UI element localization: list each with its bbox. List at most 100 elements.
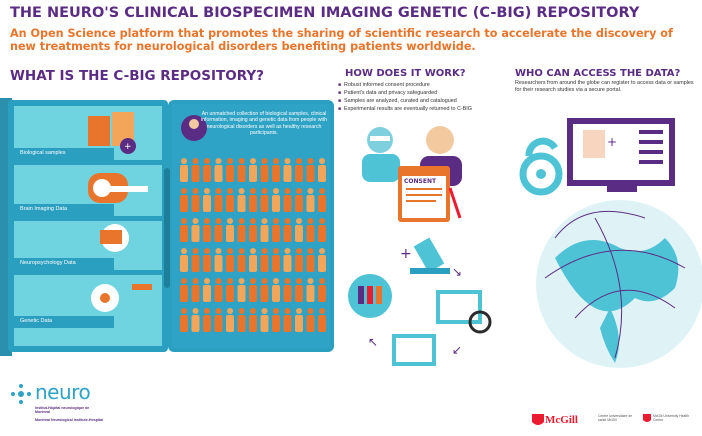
participant-figure-head <box>181 188 187 194</box>
participant-figure-head <box>250 248 256 254</box>
muhc-fr: Centre universitaire de santé McGill <box>598 414 633 422</box>
svg-text:+: + <box>607 135 617 149</box>
participant-figure-head <box>284 248 291 254</box>
participant-figure-body <box>318 165 326 182</box>
participant-figure-body <box>283 165 292 182</box>
participant-figure-body <box>203 285 211 302</box>
how-bullet: Experimental results are eventually retu… <box>338 106 472 112</box>
participant-figure-body <box>295 315 303 332</box>
participant-figure-head <box>204 218 210 224</box>
participant-figure-head <box>319 308 325 314</box>
how-it-works-illustration: CONSENT + ↘ ↗ ↙ ↖ <box>348 126 492 366</box>
participant-figure-head <box>238 278 245 284</box>
participant-figure-head <box>204 308 210 314</box>
participant-figure-head <box>284 188 291 194</box>
participant-figure-body <box>306 165 315 182</box>
participant-figure-body <box>226 225 234 242</box>
repository-intro-text: An unmatched collection of biological sa… <box>200 111 327 137</box>
participant-figure-head <box>181 308 187 314</box>
participant-figure-body <box>249 255 257 272</box>
participant-figure-body <box>203 315 211 332</box>
participant-figure-body <box>180 315 188 332</box>
mcgill-logo: McGill <box>545 414 578 426</box>
participant-figure-body <box>283 225 292 242</box>
how-bullet: Patient's data and privacy safeguarded <box>338 90 437 96</box>
participant-figure-head <box>227 158 233 164</box>
participant-figure-head <box>238 158 245 164</box>
participant-figure-head <box>227 278 233 284</box>
who-access-illustration: + <box>519 118 702 368</box>
participant-figure-body <box>260 225 269 242</box>
participant-figure-body <box>295 225 303 242</box>
participant-figure-head <box>204 158 210 164</box>
participant-figure-body <box>295 195 303 212</box>
participant-figure-body <box>272 165 280 182</box>
participant-figure-head <box>261 308 268 314</box>
svg-text:↖: ↖ <box>368 335 378 349</box>
participant-figure-body <box>283 195 292 212</box>
participant-figure-head <box>215 188 222 194</box>
participant-figure-head <box>215 308 222 314</box>
participant-figure-body <box>237 195 246 212</box>
participant-figure-head <box>192 218 199 224</box>
participant-figure-body <box>214 315 223 332</box>
shelf-label: Brain Imaging Data <box>20 206 68 212</box>
participant-figure-head <box>227 188 233 194</box>
participant-figure-body <box>306 195 315 212</box>
muhc-crest-icon <box>643 414 651 422</box>
consent-label: CONSENT <box>404 178 437 185</box>
participant-figure-body <box>272 315 280 332</box>
participant-figure-head <box>250 218 256 224</box>
participant-figure-body <box>283 285 292 302</box>
who-description: Researchers from around the globe can re… <box>515 80 694 93</box>
participant-figure-head <box>238 308 245 314</box>
participant-figure-head <box>296 248 302 254</box>
participant-figure-head <box>238 248 245 254</box>
participant-figure-body <box>306 225 315 242</box>
participant-figure-head <box>296 278 302 284</box>
participant-figure-head <box>204 248 210 254</box>
participant-figure-head <box>181 218 187 224</box>
participant-figure-head <box>192 188 199 194</box>
participant-figure-head <box>273 218 279 224</box>
svg-text:+: + <box>124 142 132 152</box>
participant-figure-head <box>284 158 291 164</box>
participant-figure-head <box>307 248 314 254</box>
participant-figure-head <box>319 278 325 284</box>
participant-figure-head <box>284 278 291 284</box>
participant-figure-body <box>214 255 223 272</box>
participant-figure-body <box>226 195 234 212</box>
participant-figure-head <box>273 308 279 314</box>
participant-figure-body <box>226 165 234 182</box>
participant-figure-body <box>260 195 269 212</box>
institute-en: Montreal Neurological Institute-Hospital <box>35 418 104 422</box>
participant-figure-head <box>227 218 233 224</box>
participant-figure-body <box>260 315 269 332</box>
participant-figure-body <box>180 195 188 212</box>
participant-figure-head <box>261 188 268 194</box>
page-title: THE NEURO'S CLINICAL BIOSPECIMEN IMAGING… <box>10 5 640 21</box>
mcgill-crest-icon <box>532 414 544 425</box>
participant-figure-body <box>249 315 257 332</box>
participant-figure-body <box>191 195 200 212</box>
participant-figure-body <box>180 255 188 272</box>
heading-who: WHO CAN ACCESS THE DATA? <box>515 68 681 79</box>
participant-figure-head <box>192 248 199 254</box>
participant-figure-body <box>260 165 269 182</box>
participant-figure-body <box>203 195 211 212</box>
participant-figure-head <box>273 248 279 254</box>
participant-figure-head <box>261 158 268 164</box>
participant-figure-body <box>306 255 315 272</box>
participant-figure-body <box>318 195 326 212</box>
participant-figure-head <box>319 158 325 164</box>
participant-figure-body <box>237 225 246 242</box>
participant-figure-body <box>295 285 303 302</box>
participant-figure-body <box>249 165 257 182</box>
participant-figure-head <box>319 248 325 254</box>
participant-figure-body <box>249 195 257 212</box>
participant-figure-head <box>307 188 314 194</box>
participant-figure-head <box>215 278 222 284</box>
participant-figure-head <box>192 278 199 284</box>
how-bullet: Samples are analyzed, curated and catalo… <box>338 98 457 104</box>
heading-what: WHAT IS THE C-BIG REPOSITORY? <box>10 68 264 84</box>
